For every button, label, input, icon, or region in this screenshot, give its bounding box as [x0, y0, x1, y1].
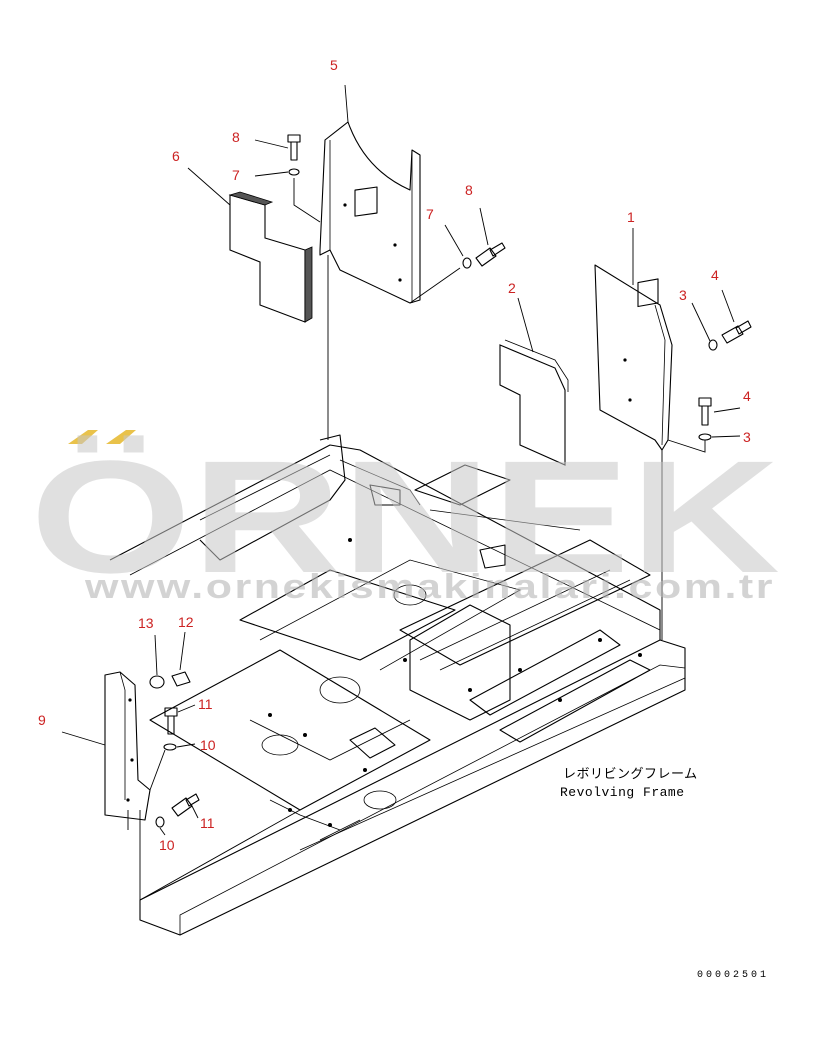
callout-5: 5 — [330, 57, 338, 73]
callout-8-left: 8 — [232, 129, 240, 145]
part-6-pad — [228, 191, 313, 323]
callout-3-upper: 3 — [679, 287, 687, 303]
callout-7-right: 7 — [426, 206, 434, 222]
watermark: ÖRNEK www.ornekismakinalari.com.tr — [30, 427, 780, 606]
frame-label: レボリビングフレーム Revolving Frame — [560, 767, 698, 800]
callout-10-upper: 10 — [200, 737, 216, 753]
watermark-url: www.ornekismakinalari.com.tr — [84, 568, 775, 606]
frame-label-english: Revolving Frame — [560, 785, 685, 800]
callout-11-upper: 11 — [198, 696, 213, 712]
drawing-number: 00002501 — [697, 970, 769, 981]
callout-13: 13 — [138, 615, 154, 631]
leader-lines — [61, 84, 741, 901]
callout-2: 2 — [508, 280, 516, 296]
callouts: 1 2 3 3 4 4 5 6 7 7 8 8 9 10 10 11 11 12… — [38, 57, 751, 853]
watermark-brand: ÖRNEK — [30, 427, 780, 606]
callout-11-lower: 11 — [200, 815, 215, 831]
callout-9: 9 — [38, 712, 46, 728]
watermark-accent-dot-right — [106, 430, 136, 444]
watermark-accent-dot-left — [68, 430, 98, 444]
callout-4-upper: 4 — [711, 267, 719, 283]
callout-8-right: 8 — [465, 182, 473, 198]
revolving-frame — [109, 434, 686, 936]
part-1-side-plate — [594, 264, 673, 451]
part-9-bracket — [104, 671, 151, 821]
callout-12: 12 — [178, 614, 194, 630]
callout-10-lower: 10 — [159, 837, 175, 853]
callout-1: 1 — [627, 209, 635, 225]
callout-4-lower: 4 — [743, 388, 751, 404]
part-2-pad — [499, 339, 569, 466]
callout-6: 6 — [172, 148, 180, 164]
frame-label-japanese: レボリビングフレーム — [563, 767, 698, 782]
part-5-cover-plate — [319, 121, 421, 304]
callout-3-lower: 3 — [743, 429, 751, 445]
callout-7-left: 7 — [232, 167, 240, 183]
